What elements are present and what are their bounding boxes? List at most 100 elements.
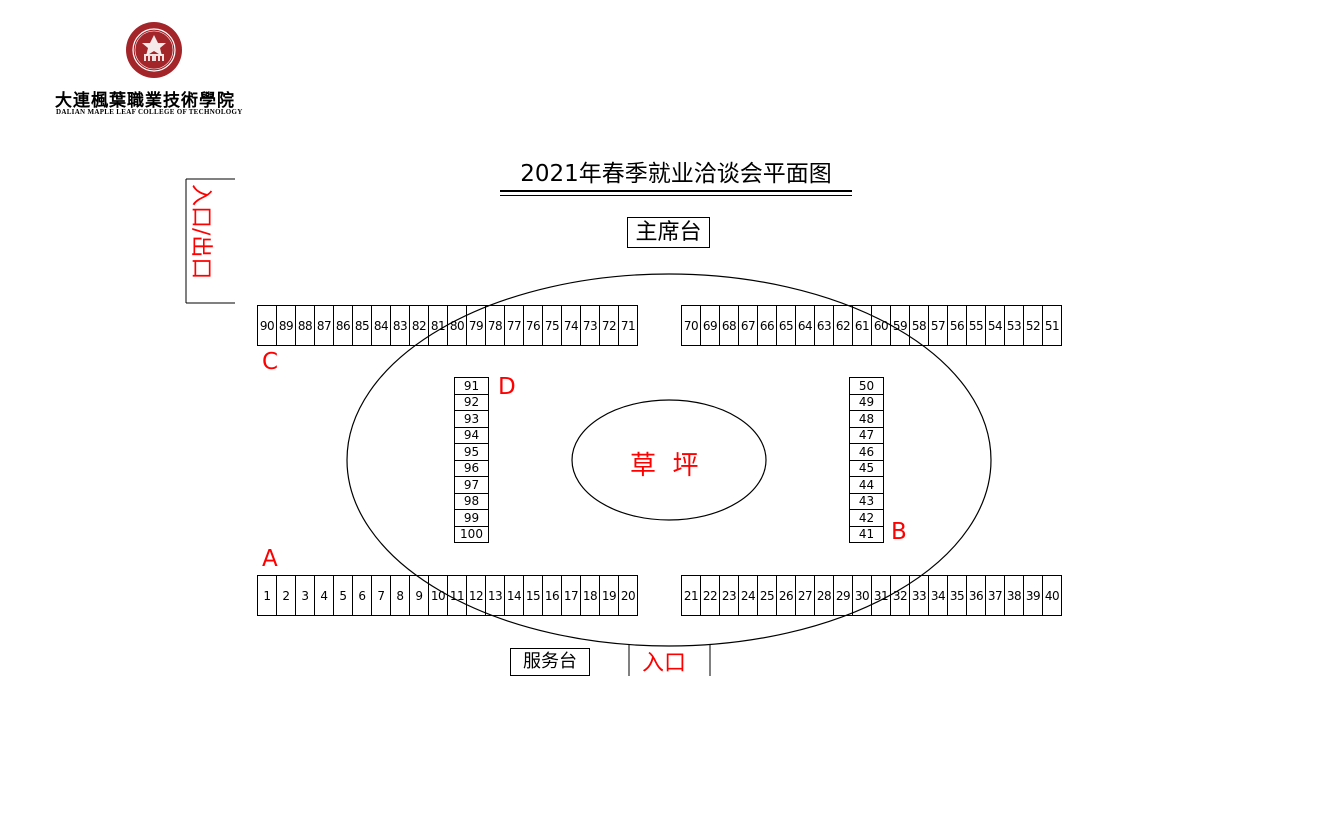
booth-cell: 92 <box>455 395 488 411</box>
booth-cell: 71 <box>619 306 638 345</box>
booth-cell: 89 <box>277 306 296 345</box>
booth-cell: 13 <box>486 576 505 615</box>
booth-cell: 88 <box>296 306 315 345</box>
booth-cell: 86 <box>334 306 353 345</box>
service-desk-label: 服务台 <box>510 648 590 676</box>
booth-cell: 84 <box>372 306 391 345</box>
booth-cell: 12 <box>467 576 486 615</box>
bottom-entrance-marker <box>628 645 711 676</box>
booth-cell: 48 <box>850 411 883 428</box>
booth-cell: 97 <box>455 477 488 494</box>
booth-cell: 62 <box>834 306 853 345</box>
booth-cell: 6 <box>353 576 372 615</box>
booth-cell: 37 <box>986 576 1005 615</box>
booth-cell: 18 <box>581 576 600 615</box>
booth-cell: 83 <box>391 306 410 345</box>
booth-cell: 58 <box>910 306 929 345</box>
booth-cell: 78 <box>486 306 505 345</box>
booth-cell: 93 <box>455 411 488 428</box>
booth-cell: 65 <box>777 306 796 345</box>
booth-cell: 26 <box>777 576 796 615</box>
booth-cell: 45 <box>850 461 883 477</box>
booth-cell: 56 <box>948 306 967 345</box>
booth-cell: 63 <box>815 306 834 345</box>
booth-cell: 27 <box>796 576 815 615</box>
booth-cell: 96 <box>455 461 488 477</box>
zone-label-b: B <box>891 519 907 545</box>
title-underline <box>500 190 852 192</box>
booth-cell: 64 <box>796 306 815 345</box>
title-underline-thin <box>500 195 852 196</box>
page-title: 2021年春季就业洽谈会平面图 <box>520 161 832 187</box>
booth-cell: 72 <box>600 306 619 345</box>
booth-cell: 23 <box>720 576 739 615</box>
booth-cell: 66 <box>758 306 777 345</box>
booth-cell: 24 <box>739 576 758 615</box>
booth-cell: 98 <box>455 494 488 510</box>
booth-cell: 16 <box>543 576 562 615</box>
booth-cell: 49 <box>850 395 883 411</box>
booth-cell: 10 <box>429 576 448 615</box>
booth-cell: 70 <box>682 306 701 345</box>
booth-cell: 9 <box>410 576 429 615</box>
booth-cell: 74 <box>562 306 581 345</box>
booth-cell: 94 <box>455 428 488 444</box>
bottom-entrance-label: 入口 <box>642 651 687 676</box>
booth-cell: 25 <box>758 576 777 615</box>
booth-cell: 57 <box>929 306 948 345</box>
booth-cell: 1 <box>258 576 277 615</box>
booth-cell: 60 <box>872 306 891 345</box>
booth-cell: 75 <box>543 306 562 345</box>
booth-cell: 80 <box>448 306 467 345</box>
booth-cell: 21 <box>682 576 701 615</box>
booth-cell: 69 <box>701 306 720 345</box>
college-seal-icon <box>126 22 182 78</box>
booth-cell: 22 <box>701 576 720 615</box>
booth-cell: 67 <box>739 306 758 345</box>
booth-cell: 91 <box>455 378 488 395</box>
booth-cell: 100 <box>455 527 488 543</box>
booth-cell: 7 <box>372 576 391 615</box>
zone-label-a: A <box>262 546 278 572</box>
booth-cell: 82 <box>410 306 429 345</box>
booth-cell: 76 <box>524 306 543 345</box>
booth-cell: 3 <box>296 576 315 615</box>
booth-cell: 81 <box>429 306 448 345</box>
booth-cell: 38 <box>1005 576 1024 615</box>
booth-cell: 33 <box>910 576 929 615</box>
booth-cell: 46 <box>850 444 883 461</box>
booth-cell: 5 <box>334 576 353 615</box>
booth-cell: 34 <box>929 576 948 615</box>
booth-cell: 40 <box>1043 576 1062 615</box>
booth-cell: 8 <box>391 576 410 615</box>
booth-cell: 42 <box>850 510 883 527</box>
booth-cell: 54 <box>986 306 1005 345</box>
booth-cell: 95 <box>455 444 488 461</box>
booth-cell: 41 <box>850 527 883 543</box>
booth-cell: 15 <box>524 576 543 615</box>
zone-label-c: C <box>262 349 279 375</box>
booth-cell: 51 <box>1043 306 1062 345</box>
booth-cell: 31 <box>872 576 891 615</box>
booth-cell: 99 <box>455 510 488 527</box>
booth-cell: 19 <box>600 576 619 615</box>
booth-cell: 44 <box>850 477 883 494</box>
booth-cell: 17 <box>562 576 581 615</box>
booth-cell: 77 <box>505 306 524 345</box>
booth-cell: 14 <box>505 576 524 615</box>
stage-label: 主席台 <box>627 217 710 248</box>
booth-cell: 59 <box>891 306 910 345</box>
booth-cell: 73 <box>581 306 600 345</box>
booth-cell: 61 <box>853 306 872 345</box>
booth-cell: 32 <box>891 576 910 615</box>
booth-cell: 90 <box>258 306 277 345</box>
booth-cell: 55 <box>967 306 986 345</box>
booth-cell: 53 <box>1005 306 1024 345</box>
